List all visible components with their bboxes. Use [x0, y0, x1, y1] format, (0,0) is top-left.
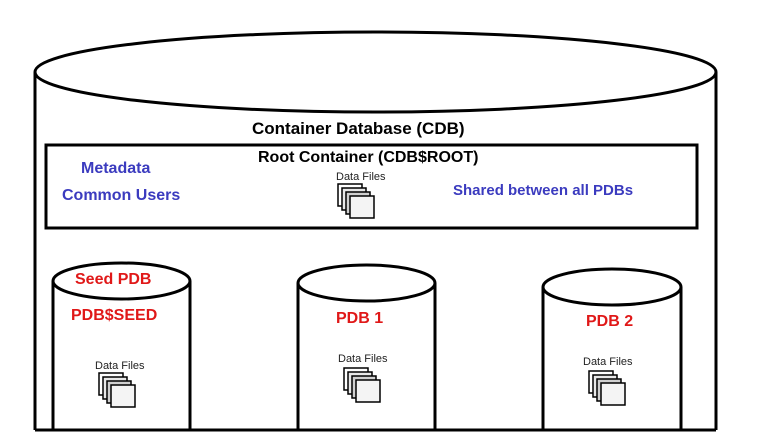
- seed-data-files-label: Data Files: [95, 360, 145, 372]
- pdb1-name: PDB 1: [336, 310, 384, 327]
- pdb1-data-files-label: Data Files: [338, 353, 388, 365]
- pdb2-name: PDB 2: [586, 313, 634, 330]
- data-files-stack-icon: [98, 372, 136, 408]
- cdb-title: Container Database (CDB): [252, 119, 465, 138]
- data-files-stack-icon: [343, 367, 381, 403]
- seed-pdb-cylinder: [51, 261, 192, 432]
- shared-label: Shared between all PDBs: [453, 182, 634, 199]
- cdb-cylinder: [33, 30, 718, 430]
- root-data-files-label: Data Files: [336, 171, 386, 183]
- pdb1-cylinder: [296, 263, 437, 432]
- data-files-stack-icon: [337, 183, 375, 219]
- metadata-label: Metadata: [81, 160, 151, 177]
- root-container-title: Root Container (CDB$ROOT): [258, 149, 479, 166]
- pdb2-cylinder: [541, 267, 683, 432]
- seed-pdb-name: PDB$SEED: [71, 307, 158, 324]
- common-users-label: Common Users: [62, 187, 181, 204]
- seed-pdb-label: Seed PDB: [75, 271, 152, 288]
- pdb2-data-files-label: Data Files: [583, 356, 633, 368]
- data-files-stack-icon: [588, 370, 626, 406]
